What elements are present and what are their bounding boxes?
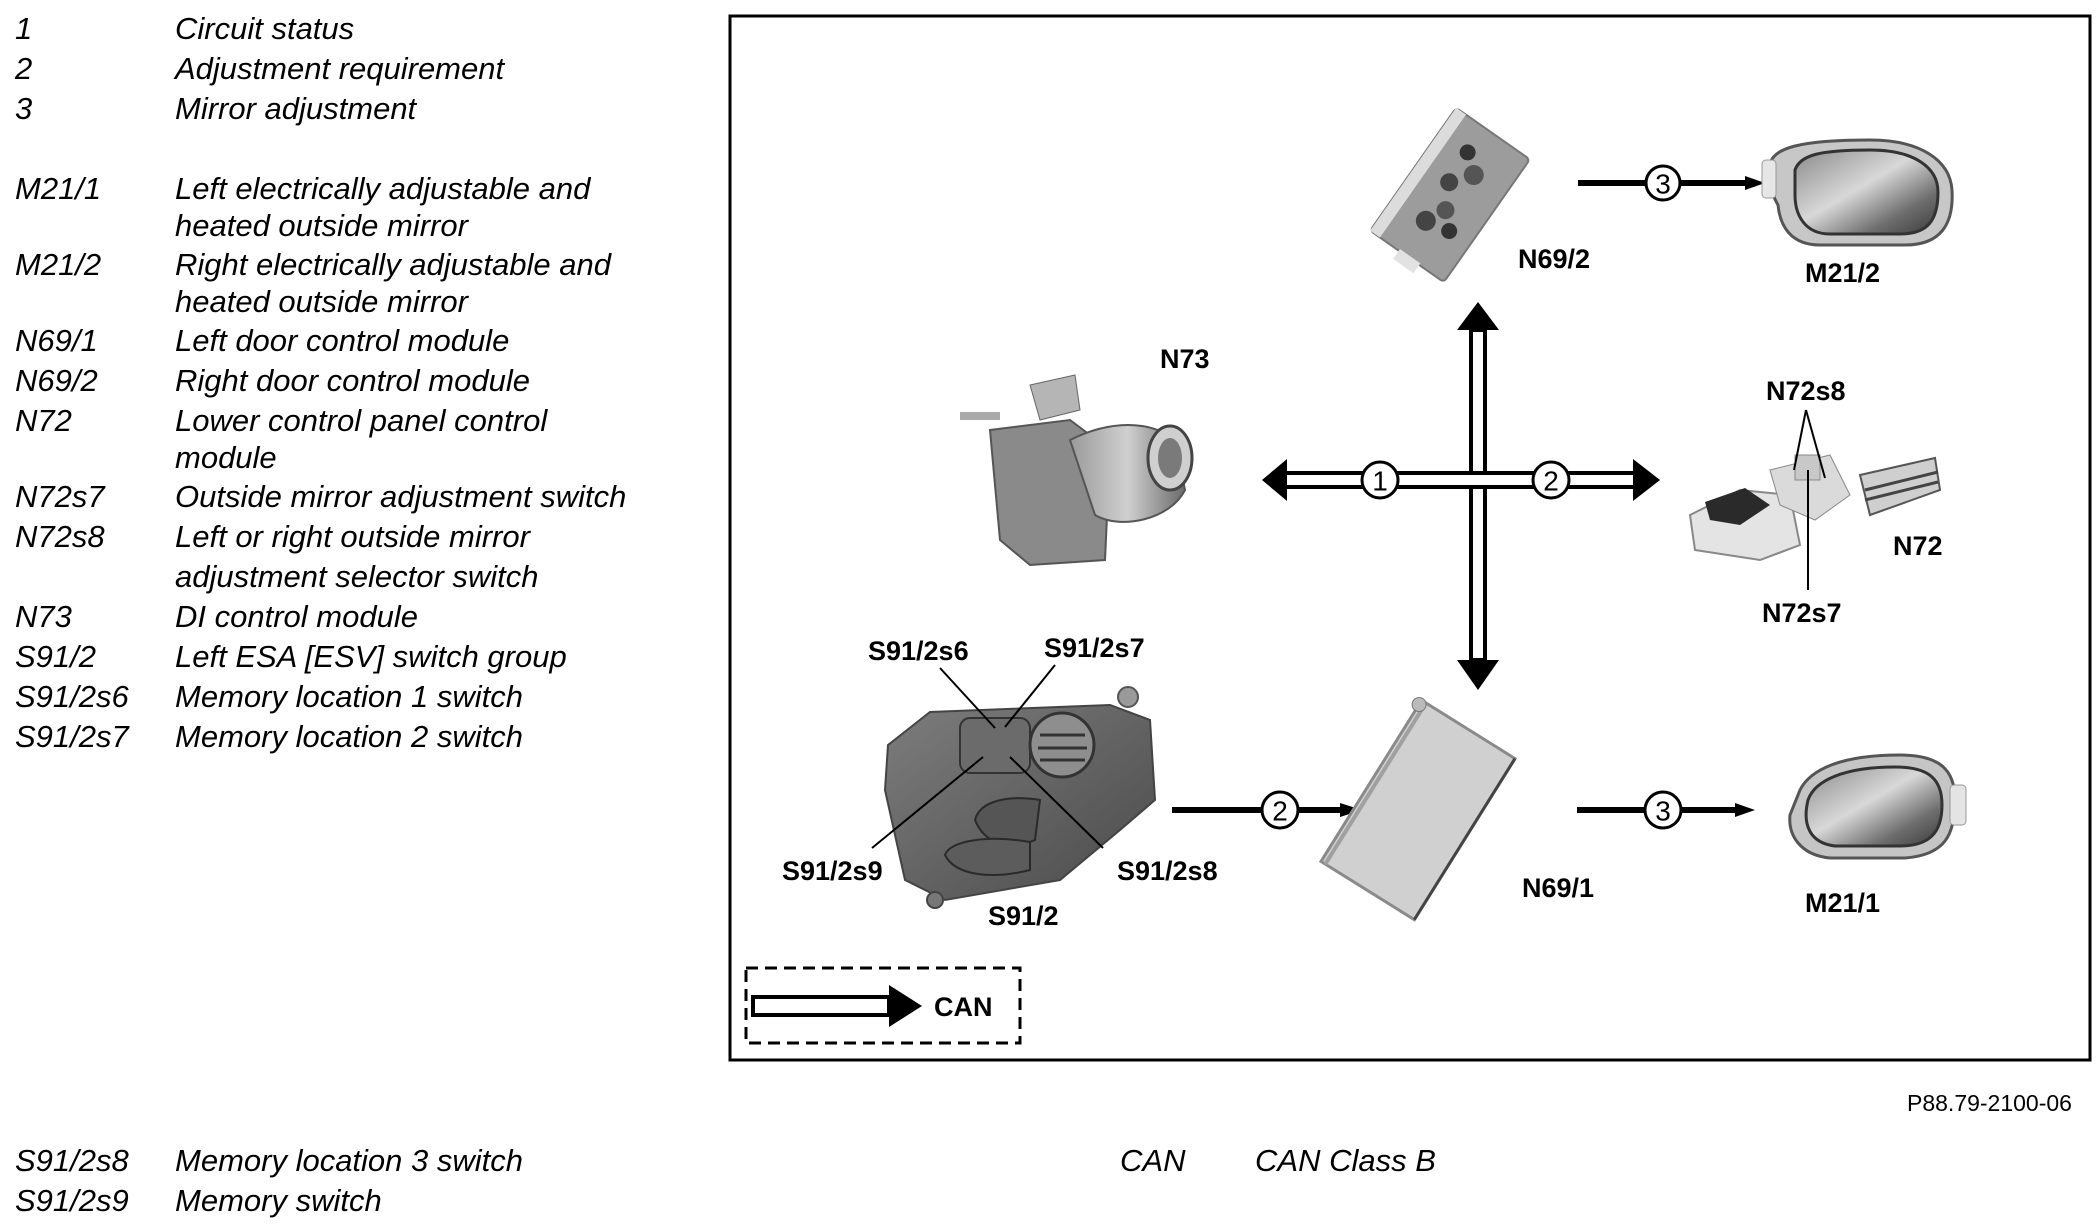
signal-number: 3 bbox=[1655, 796, 1671, 827]
legend-code: 2 bbox=[15, 51, 33, 86]
label-m21-2: M21/2 bbox=[1805, 258, 1880, 288]
legend-desc: Memory location 2 switch bbox=[175, 719, 524, 754]
can-bus-cross bbox=[1262, 302, 1660, 690]
label-m21-1: M21/1 bbox=[1805, 888, 1880, 918]
signal-arrow-adjustment-requirement: 2 bbox=[1172, 790, 1362, 830]
can-arrowhead-right bbox=[1633, 459, 1660, 501]
signal-circuit-status: 1 bbox=[1360, 460, 1400, 500]
signal-arrow-mirror-adjustment-upper: 3 bbox=[1578, 164, 1765, 202]
signal-number: 3 bbox=[1655, 169, 1671, 200]
label-n69-1: N69/1 bbox=[1522, 873, 1594, 903]
label-n73: N73 bbox=[1160, 344, 1210, 374]
signal-arrow-mirror-adjustment-lower: 3 bbox=[1577, 790, 1755, 830]
can-arrowhead-up bbox=[1457, 302, 1499, 330]
legend-desc: Adjustment requirement bbox=[175, 51, 505, 86]
diagram-frame bbox=[728, 14, 2092, 1062]
legend-desc: Left door control module bbox=[175, 323, 510, 358]
legend-code: N73 bbox=[15, 599, 72, 634]
legend-code: N72 bbox=[15, 403, 72, 438]
signal-adjustment-requirement-can: 2 bbox=[1531, 460, 1571, 500]
legend-desc: heated outside mirror bbox=[175, 284, 468, 319]
legend-desc: Mirror adjustment bbox=[175, 91, 417, 126]
legend-desc: Circuit status bbox=[175, 11, 355, 46]
n72-module-image bbox=[1688, 454, 1942, 562]
legend-desc: adjustment selector switch bbox=[175, 559, 539, 594]
legend-desc: Left or right outside mirror bbox=[175, 519, 530, 554]
can-key-label: CAN bbox=[934, 992, 993, 1022]
can-arrowhead-down bbox=[1457, 660, 1499, 690]
legend-code: N72s8 bbox=[15, 519, 105, 554]
legend-code: S91/2s8 bbox=[15, 1143, 129, 1178]
label-n72s8: N72s8 bbox=[1766, 376, 1846, 406]
legend-code: S91/2s6 bbox=[15, 679, 129, 714]
legend-desc: module bbox=[175, 440, 277, 475]
n69-1-module-image bbox=[1318, 697, 1518, 922]
label-n72: N72 bbox=[1893, 531, 1943, 561]
figure-id: P88.79-2100-06 bbox=[1907, 1090, 2072, 1116]
label-s91-2s7: S91/2s7 bbox=[1044, 633, 1145, 663]
label-s91-2: S91/2 bbox=[988, 901, 1059, 931]
legend-code: 3 bbox=[15, 91, 33, 126]
legend-desc: Left electrically adjustable and bbox=[175, 171, 591, 206]
legend-code: N69/2 bbox=[15, 363, 98, 398]
legend-desc: DI control module bbox=[175, 599, 418, 634]
legend-desc: Outside mirror adjustment switch bbox=[175, 479, 627, 514]
can-arrowhead-left bbox=[1262, 459, 1287, 501]
can-key: CAN bbox=[744, 966, 1022, 1045]
legend-code: 1 bbox=[15, 11, 33, 46]
label-n69-2: N69/2 bbox=[1518, 244, 1590, 274]
label-s91-2s9: S91/2s9 bbox=[782, 856, 883, 886]
label-n72s7: N72s7 bbox=[1762, 598, 1842, 628]
legend-desc: heated outside mirror bbox=[175, 208, 468, 243]
n69-2-module-image bbox=[1370, 107, 1530, 282]
n73-module-image bbox=[960, 374, 1194, 567]
m21-1-mirror-image bbox=[1788, 753, 1967, 860]
label-s91-2s6: S91/2s6 bbox=[868, 636, 969, 666]
signal-number: 2 bbox=[1543, 466, 1559, 497]
legend-desc: Memory location 3 switch bbox=[175, 1143, 524, 1178]
legend-code: M21/1 bbox=[15, 171, 102, 206]
signal-number: 2 bbox=[1272, 796, 1288, 827]
legend-code: S91/2 bbox=[15, 639, 97, 674]
legend-code: S91/2s7 bbox=[15, 719, 129, 754]
legend-code: N69/1 bbox=[15, 323, 98, 358]
legend-desc: Right electrically adjustable and bbox=[175, 247, 611, 282]
legend-desc: Memory switch bbox=[175, 1183, 382, 1218]
m21-2-mirror-image bbox=[1761, 138, 1954, 247]
legend-desc: Lower control panel control bbox=[175, 403, 548, 438]
n72s8-leader-lines bbox=[1793, 409, 1826, 479]
s91-2-switch-group-image bbox=[883, 686, 1157, 909]
legend-code: N72s7 bbox=[15, 479, 105, 514]
legend-code: M21/2 bbox=[15, 247, 102, 282]
signal-number: 1 bbox=[1372, 466, 1388, 497]
label-s91-2s8: S91/2s8 bbox=[1117, 856, 1218, 886]
abbreviation-code: CAN bbox=[1120, 1143, 1186, 1178]
legend-desc: Left ESA [ESV] switch group bbox=[175, 639, 567, 674]
legend-desc: Right door control module bbox=[175, 363, 530, 398]
legend-code: S91/2s9 bbox=[15, 1183, 129, 1218]
s91-2-leader-lines bbox=[871, 664, 1104, 849]
legend-desc: Memory location 1 switch bbox=[175, 679, 524, 714]
abbreviation-desc: CAN Class B bbox=[1255, 1143, 1436, 1178]
